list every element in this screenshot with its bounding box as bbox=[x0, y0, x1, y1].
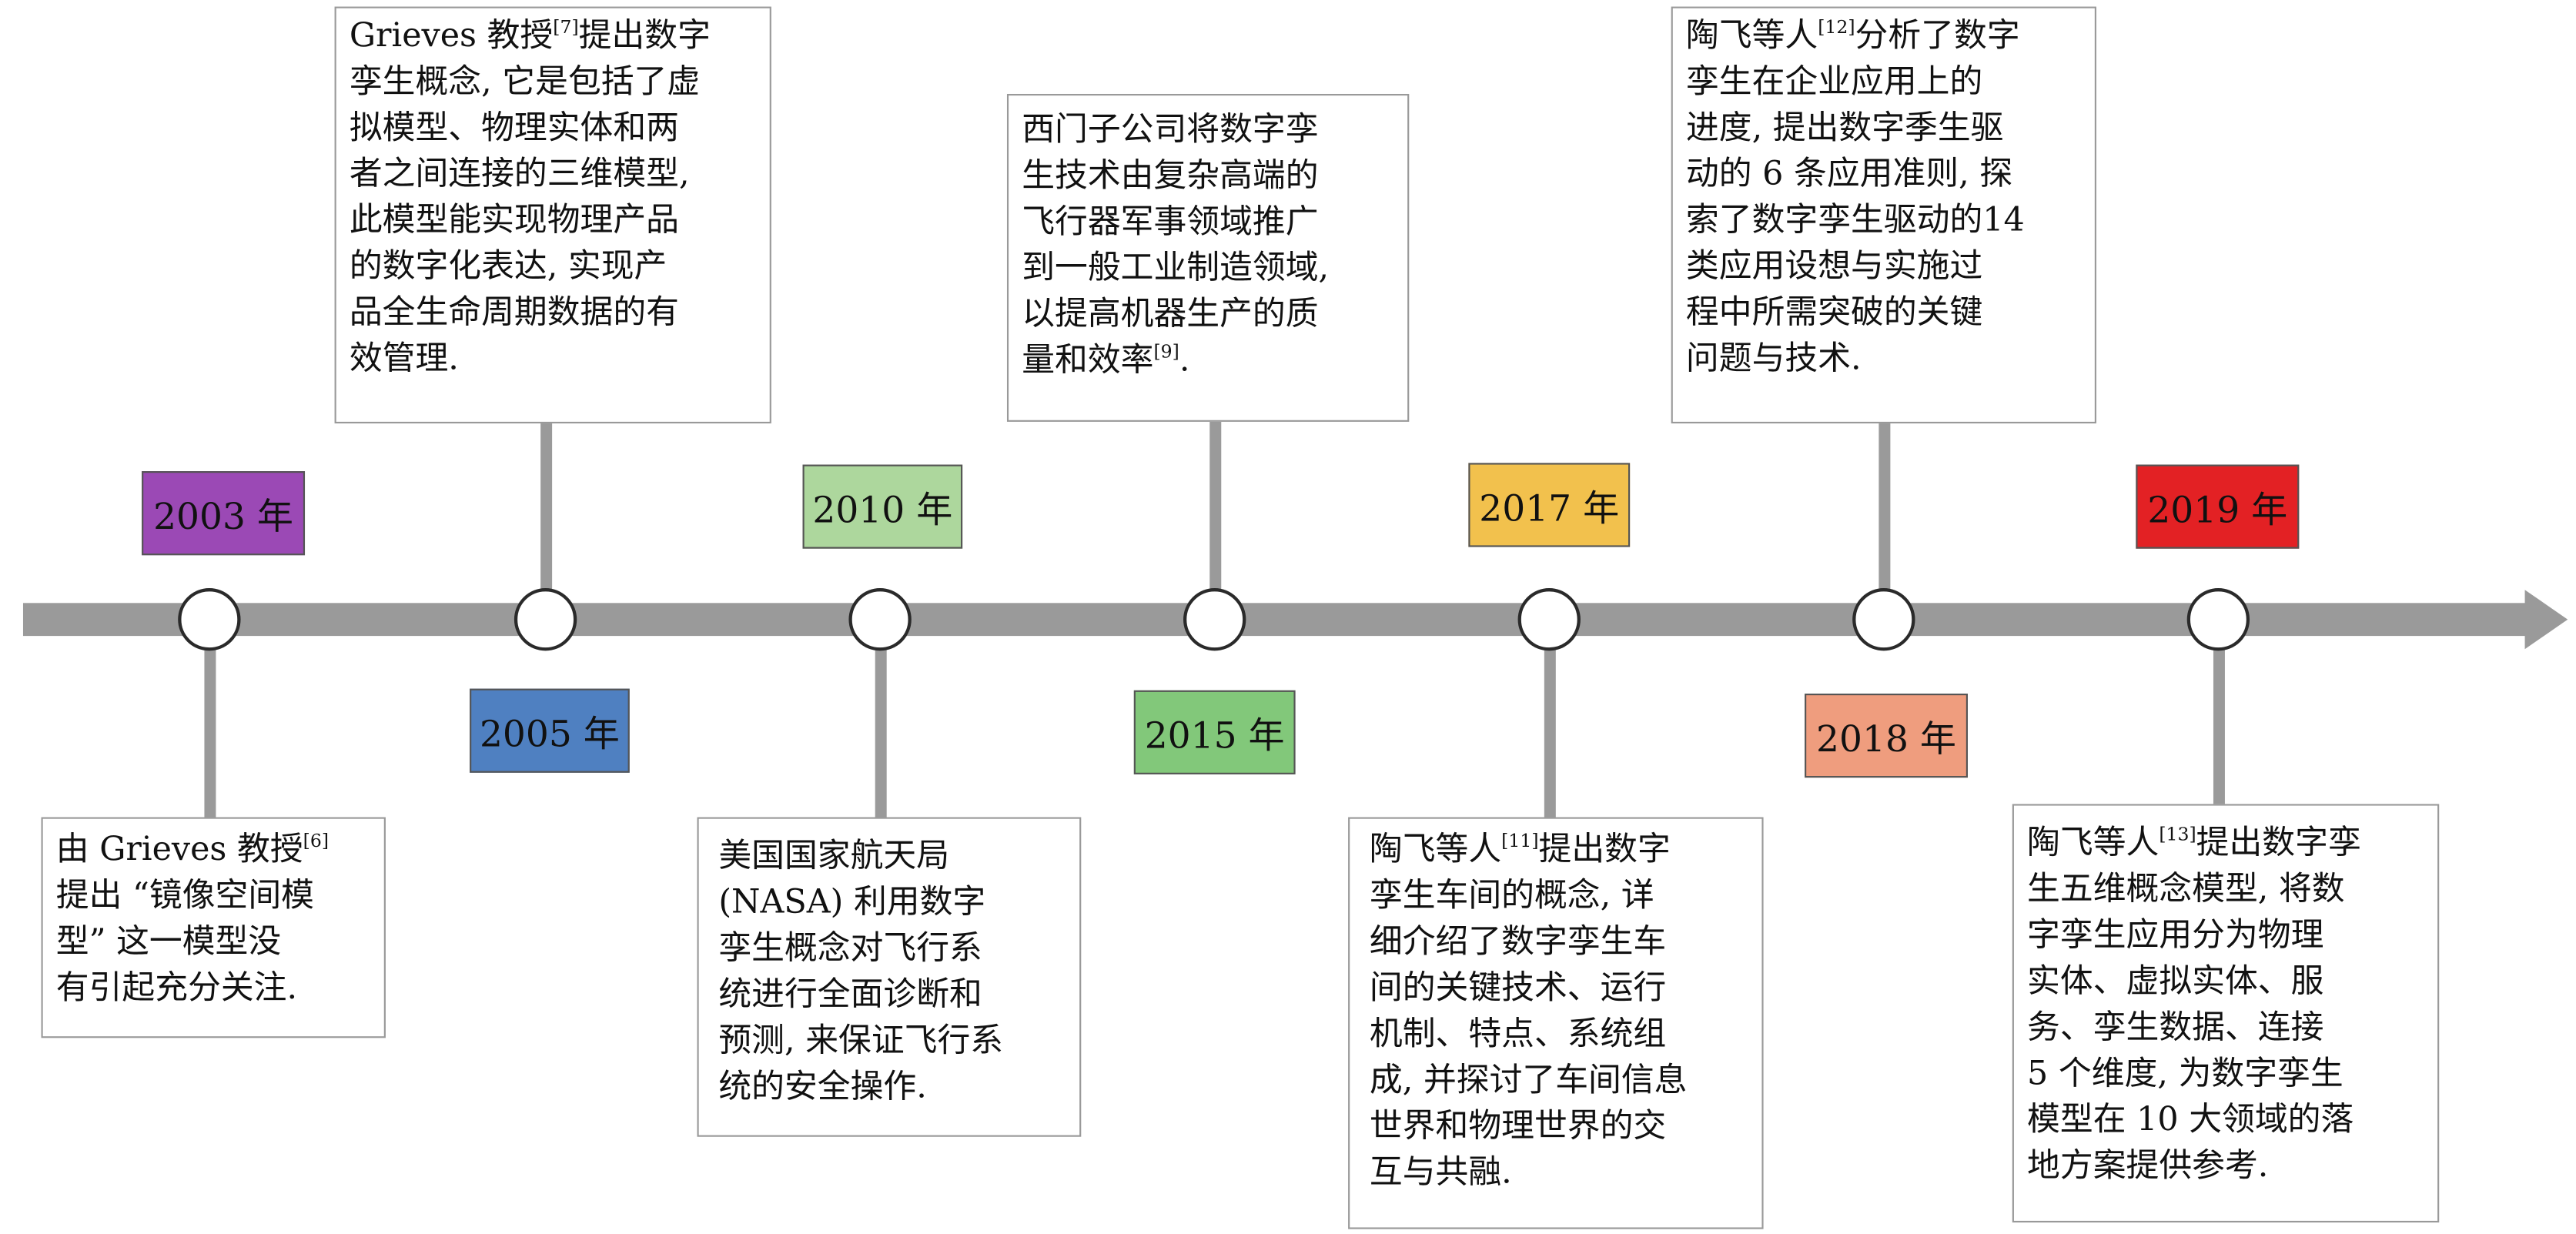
event-box-2019: 陶飞等人[13]提出数字孪 生五维概念模型, 将数 字孪生应用分为物理 实体、虚… bbox=[2012, 804, 2440, 1223]
event-2018-line-1-text-b: 分析了数字 bbox=[1855, 15, 2020, 55]
event-2005-line-8: 效管理. bbox=[349, 337, 459, 378]
year-label-2018: 2018 年 bbox=[1805, 694, 1968, 778]
event-box-2015: 西门子公司将数字孪 生技术由复杂高端的 飞行器军事领域推广 到一般工业制造领域,… bbox=[1006, 93, 1410, 422]
event-2017-line-1-text-b: 提出数字 bbox=[1538, 828, 1671, 868]
event-2019-line-5: 务、孪生数据、连接 bbox=[2027, 1006, 2324, 1047]
event-2019-line-1-text-a: 陶飞等人 bbox=[2027, 821, 2159, 862]
event-2017-line-2: 孪生车间的概念, 详 bbox=[1369, 875, 1654, 915]
event-2018-line-6: 类应用设想与实施过 bbox=[1685, 245, 1983, 286]
event-2019-line-7: 模型在 10 大领域的落 bbox=[2027, 1099, 2354, 1139]
event-2015-line-2: 生技术由复杂高端的 bbox=[1022, 155, 1319, 195]
event-2017-line-8: 互与共融. bbox=[1369, 1151, 1512, 1192]
event-2003-line-3: 型” 这一模型没 bbox=[55, 921, 282, 961]
event-2017-line-3: 细介绍了数字孪生车 bbox=[1369, 921, 1667, 961]
event-2003-line-1: 由 Grieves 教授[6] bbox=[56, 825, 371, 871]
event-2019-line-3: 字孪生应用分为物理 bbox=[2027, 914, 2324, 955]
year-label-2017: 2017 年 bbox=[1468, 463, 1631, 547]
stem-2005 bbox=[540, 421, 553, 594]
event-2017-line-6: 成, 并探讨了车间信息 bbox=[1369, 1059, 1688, 1099]
event-2010-line-5: 预测, 来保证飞行系 bbox=[718, 1019, 1004, 1060]
year-label-2005: 2005 年 bbox=[470, 688, 630, 773]
year-label-2003: 2003 年 bbox=[142, 471, 306, 556]
event-2015-line-1: 西门子公司将数字孪 bbox=[1022, 109, 1319, 149]
event-2017-line-1-text-a: 陶飞等人 bbox=[1369, 828, 1502, 868]
event-2005-line-1-text-a: Grieves 教授 bbox=[349, 15, 554, 55]
event-2010-line-4: 统进行全面诊断和 bbox=[718, 973, 982, 1014]
stem-2017 bbox=[1544, 632, 1556, 818]
event-2010-line-1: 美国国家航天局 bbox=[718, 835, 950, 875]
stem-2010 bbox=[875, 632, 887, 819]
year-label-2015: 2015 年 bbox=[1133, 690, 1296, 774]
node-2010 bbox=[848, 588, 912, 651]
event-2003-line-1-text: 由 Grieves 教授 bbox=[55, 828, 303, 868]
citation-11: [11] bbox=[1501, 830, 1539, 852]
event-2005-line-3: 拟模型、物理实体和两 bbox=[349, 107, 679, 147]
event-2018-line-4: 动的 6 条应用准则, 探 bbox=[1685, 153, 2013, 193]
event-2003-line-2: 提出 “镜像空间模 bbox=[55, 875, 315, 915]
citation-13: [13] bbox=[2159, 824, 2196, 845]
event-2017-line-1: 陶飞等人[11]提出数字 bbox=[1370, 825, 1748, 871]
stem-2019 bbox=[2213, 632, 2225, 804]
event-2005-line-5: 此模型能实现物理产品 bbox=[349, 199, 679, 239]
event-2017-line-7: 世界和物理世界的交 bbox=[1369, 1105, 1667, 1145]
event-2003-line-4: 有引起充分关注. bbox=[55, 967, 298, 1007]
event-box-2010: 美国国家航天局 (NASA) 利用数字 孪生概念对飞行系 统进行全面诊断和 预测… bbox=[697, 817, 1082, 1137]
event-2018-line-3: 进度, 提出数字季生驱 bbox=[1685, 107, 2004, 147]
node-2003 bbox=[178, 588, 241, 651]
event-2015-line-6-text-a: 量和效率 bbox=[1022, 339, 1154, 380]
node-2018 bbox=[1852, 588, 1915, 651]
event-2019-line-1: 陶飞等人[13]提出数字孪 bbox=[2027, 819, 2424, 865]
event-2010-line-6: 统的安全操作. bbox=[718, 1065, 927, 1106]
event-2019-line-6: 5 个维度, 为数字孪生 bbox=[2027, 1052, 2343, 1092]
timeline-axis bbox=[22, 603, 2528, 637]
node-2015 bbox=[1183, 588, 1246, 651]
event-2005-line-1: Grieves 教授[7]提出数字 bbox=[350, 12, 757, 58]
stem-2018 bbox=[1878, 421, 1891, 594]
citation-7: [7] bbox=[553, 16, 579, 38]
event-2015-line-5: 以提高机器生产的质 bbox=[1022, 293, 1319, 333]
citation-6: [6] bbox=[303, 830, 330, 852]
citation-12: [12] bbox=[1818, 16, 1855, 38]
node-2017 bbox=[1517, 588, 1581, 651]
event-2018-line-5: 索了数字孪生驱动的14 bbox=[1685, 199, 2025, 239]
event-2019-line-2: 生五维概念模型, 将数 bbox=[2027, 868, 2345, 908]
timeline-arrowhead bbox=[2524, 590, 2568, 650]
event-box-2003: 由 Grieves 教授[6] 提出 “镜像空间模 型” 这一模型没 有引起充分… bbox=[41, 817, 386, 1038]
event-2015-line-6: 量和效率[9]. bbox=[1022, 336, 1394, 383]
event-2015-line-3: 飞行器军事领域推广 bbox=[1022, 201, 1319, 241]
stem-2015 bbox=[1209, 421, 1222, 594]
event-2015-line-6-text-b: . bbox=[1179, 339, 1190, 380]
node-2019 bbox=[2186, 588, 2250, 651]
event-2005-line-2: 孪生概念, 它是包括了虚 bbox=[349, 61, 701, 101]
event-2019-line-4: 实体、虚拟实体、服 bbox=[2027, 960, 2324, 1001]
event-box-2017: 陶飞等人[11]提出数字 孪生车间的概念, 详 细介绍了数字孪生车 间的关键技术… bbox=[1348, 817, 1764, 1229]
event-2018-line-2: 孪生在企业应用上的 bbox=[1685, 61, 1983, 101]
event-2018-line-1-text-a: 陶飞等人 bbox=[1685, 15, 1818, 55]
event-2010-line-2: (NASA) 利用数字 bbox=[718, 881, 986, 921]
event-2019-line-1-text-b: 提出数字孪 bbox=[2196, 821, 2361, 862]
event-2017-line-4: 间的关键技术、运行 bbox=[1369, 967, 1667, 1007]
event-2005-line-1-text-b: 提出数字 bbox=[578, 15, 711, 55]
event-box-2005: Grieves 教授[7]提出数字 孪生概念, 它是包括了虚 拟模型、物理实体和… bbox=[334, 6, 771, 424]
event-2005-line-6: 的数字化表达, 实现产 bbox=[349, 245, 667, 286]
stem-2003 bbox=[204, 632, 216, 819]
event-2018-line-7: 程中所需突破的关键 bbox=[1685, 291, 1983, 332]
event-box-2018: 陶飞等人[12]分析了数字 孪生在企业应用上的 进度, 提出数字季生驱 动的 6… bbox=[1671, 6, 2096, 424]
year-label-2010: 2010 年 bbox=[802, 464, 963, 549]
event-2018-line-8: 问题与技术. bbox=[1685, 337, 1862, 378]
event-2018-line-1: 陶飞等人[12]分析了数字 bbox=[1686, 12, 2082, 58]
event-2005-line-4: 者之间连接的三维模型, bbox=[349, 153, 690, 193]
event-2019-line-8: 地方案提供参考. bbox=[2027, 1145, 2269, 1185]
year-label-2019: 2019 年 bbox=[2136, 464, 2300, 549]
citation-9: [9] bbox=[1153, 341, 1179, 363]
event-2005-line-7: 品全生命周期数据的有 bbox=[349, 291, 679, 332]
event-2015-line-4: 到一般工业制造领域, bbox=[1022, 247, 1330, 287]
event-2010-line-3: 孪生概念对飞行系 bbox=[718, 927, 982, 968]
event-2017-line-5: 机制、特点、系统组 bbox=[1369, 1013, 1667, 1053]
node-2005 bbox=[514, 588, 577, 651]
